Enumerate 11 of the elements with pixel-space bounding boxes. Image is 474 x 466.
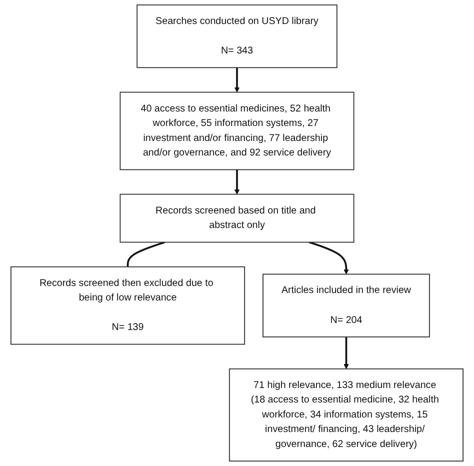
node-box: 71 high relevance, 133 medium relevance (18 access to essential medicine, 32 health workforce, 34 information systems, 15 investment/ financing, 43 leadership/ governance, 62 service delivery) (228, 368, 464, 462)
node-box: Records screened then excluded due to being of low relevance N= 139 (10, 266, 246, 345)
node-box: Articles included in the review N= 204 (262, 274, 430, 338)
arrow (234, 68, 240, 92)
arrow (308, 241, 349, 274)
arrow (234, 170, 240, 195)
node-box: 40 access to essential medicines, 52 health workforce, 55 information systems, 27 investment and/or financing, 77 leadership and/or governance, and 92 service delivery (120, 92, 354, 170)
connector (126, 241, 166, 267)
node-box: Searches conducted on USYD library N= 343 (136, 4, 338, 68)
arrow (344, 336, 349, 370)
node-box: Records screened based on title and abstract only (120, 194, 354, 243)
